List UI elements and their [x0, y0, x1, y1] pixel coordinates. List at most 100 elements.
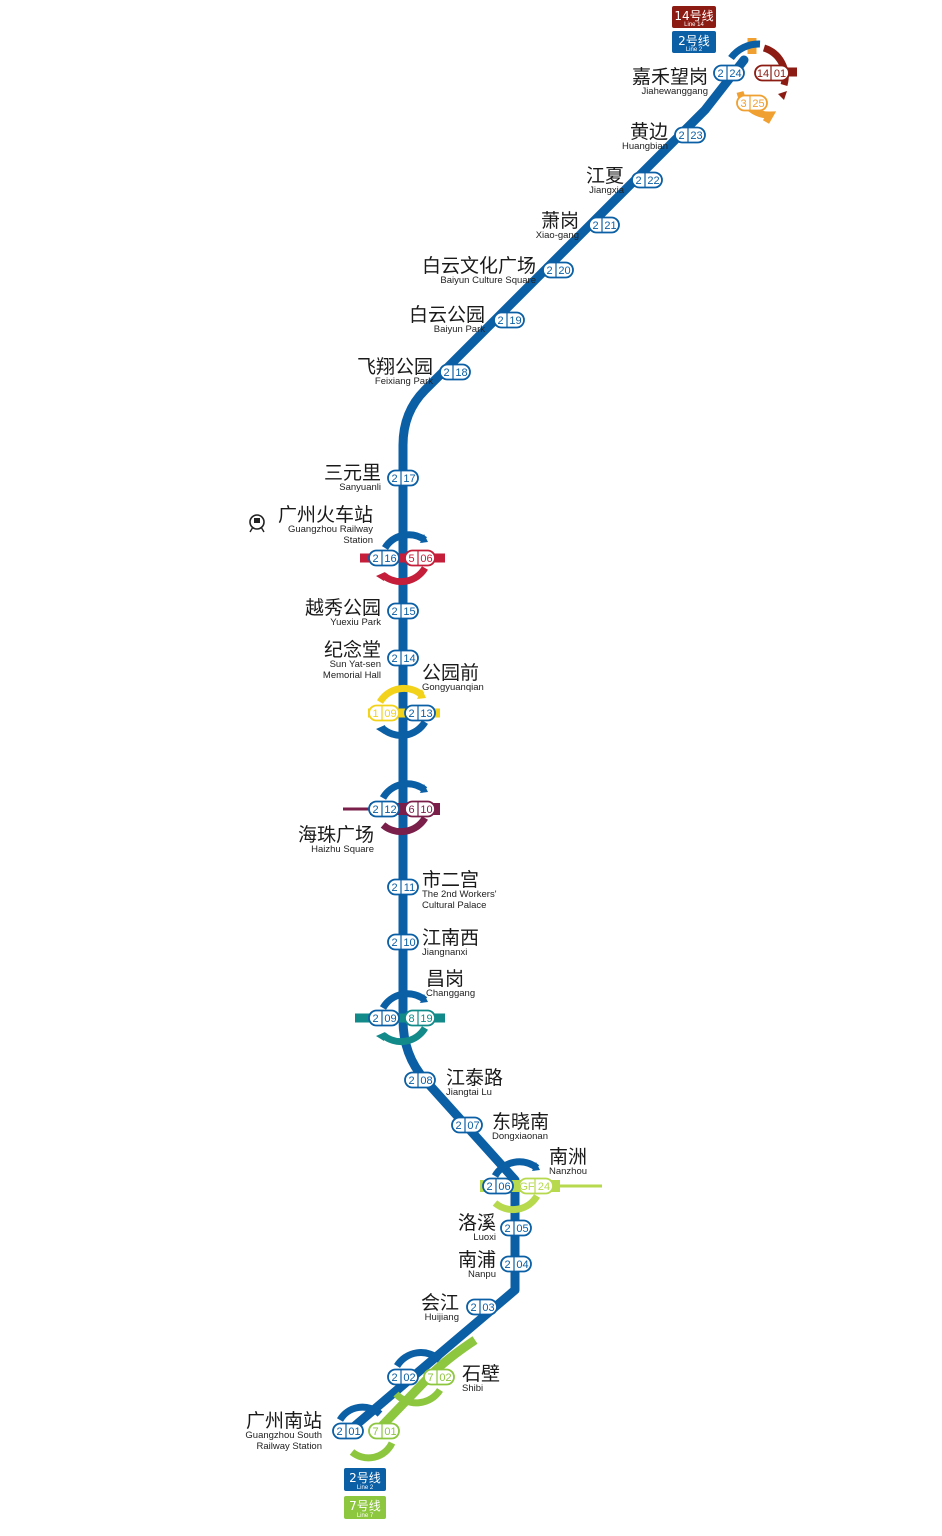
- station-name-en: Feixiang Park: [375, 376, 433, 387]
- line-5-transfer-arc: [380, 566, 428, 585]
- line-2-transfer-arc: [379, 990, 428, 1010]
- badge-line-2-label: 2号线: [678, 34, 710, 48]
- station-number: 11: [404, 882, 415, 894]
- line-number: 2: [408, 708, 414, 720]
- station-number: 02: [403, 1372, 415, 1384]
- station-name-zh: 越秀公园: [305, 597, 381, 619]
- line-8-arrow-icon: [376, 1032, 385, 1041]
- line-7-transfer-arc: [349, 1441, 396, 1462]
- station-number: 18: [455, 367, 467, 379]
- station-name-en: Huangbian: [622, 141, 668, 152]
- station-name-en: Changgang: [426, 988, 475, 999]
- station-name-zh: 南浦: [458, 1249, 496, 1271]
- station-name-zh: 江南西: [422, 927, 479, 949]
- line-number: 7: [372, 1426, 378, 1438]
- line-number: 2: [391, 1372, 397, 1384]
- station-name-en: Yuexiu Park: [330, 617, 381, 628]
- line-2-transfer-arc: [382, 531, 428, 551]
- station-name-zh: 广州火车站: [278, 504, 373, 526]
- line-number: 2: [455, 1120, 461, 1132]
- station-code-pill[interactable]: 2 02: [387, 1368, 419, 1386]
- line-1-transfer-arc: [377, 685, 425, 704]
- line-number: 2: [391, 473, 397, 485]
- station-name-en: Station: [343, 535, 373, 546]
- station-name-zh: 黄边: [630, 121, 668, 143]
- line-number: 14: [757, 68, 769, 80]
- station-number: 21: [604, 220, 616, 232]
- line-number: 2: [408, 1075, 414, 1087]
- station-number: 01: [774, 68, 786, 80]
- station-name-en: Jiahewanggang: [641, 86, 708, 97]
- station-code-pill[interactable]: 14 01: [754, 64, 790, 82]
- station-name-en: Guangzhou South: [245, 1430, 322, 1441]
- line-number: 2: [486, 1181, 492, 1193]
- station-name-zh: 海珠广场: [298, 824, 374, 846]
- badge-line-2-sublabel: Line 2: [357, 1485, 374, 1491]
- station-number: 22: [647, 175, 659, 187]
- line-number: 1: [372, 708, 378, 720]
- station-number: 06: [420, 553, 432, 565]
- line-number: 2: [372, 804, 378, 816]
- line-2-transfer-arc: [728, 40, 761, 61]
- line-number: GF: [519, 1181, 535, 1193]
- station-number: 04: [516, 1259, 528, 1271]
- line-6-transfer-arc: [380, 816, 428, 835]
